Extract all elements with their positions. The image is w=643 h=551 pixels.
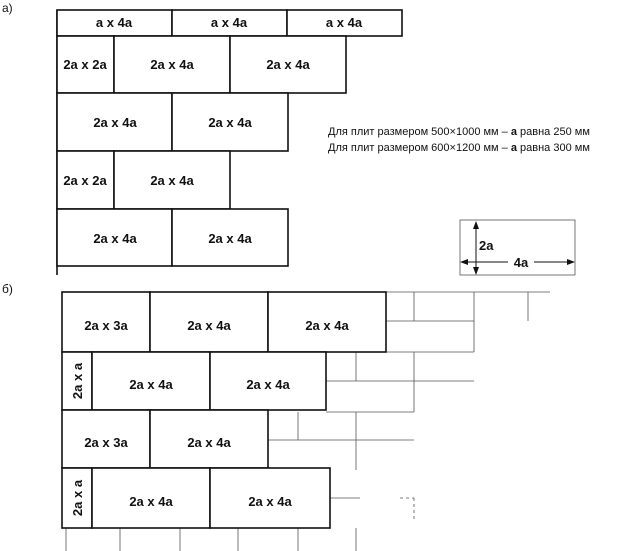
tile-label: 2а х 3а [84, 435, 128, 450]
tile [56, 208, 173, 267]
label-bg [508, 255, 534, 269]
tile-label: 2а х 4а [208, 231, 252, 246]
tile-label-vertical: 2а х а [70, 362, 85, 399]
tile [91, 351, 211, 411]
note-line-1: Для плит размером 500×1000 мм – а равна … [328, 126, 590, 138]
tile-label: 2а х 4а [93, 231, 137, 246]
arrow-up-icon [473, 221, 479, 229]
tile [61, 291, 151, 353]
tile-label-vertical: 2а х а [70, 479, 85, 516]
tile-row-b1: 2а х 3а 2а х 4а 2а х 4а [61, 291, 387, 353]
tile [209, 351, 327, 411]
tile-label: а х 4а [211, 15, 248, 30]
tile [56, 150, 115, 210]
tile-row-a3: 2а х 4а 2а х 4а [56, 92, 289, 152]
tile-label: а х 4а [96, 15, 133, 30]
tile [113, 150, 231, 210]
tile [91, 467, 211, 529]
tile-label: 2а х 4а [208, 115, 252, 130]
tile-label: 2а х 4а [150, 173, 194, 188]
tile [171, 9, 288, 37]
tile-label: 2а х 4а [246, 377, 290, 392]
tile [61, 409, 151, 469]
tile [61, 467, 93, 529]
tile-label: а х 4а [326, 15, 363, 30]
tile-label: 2а х 4а [248, 494, 292, 509]
tile [171, 92, 289, 152]
tile-label: 2а х 4а [266, 57, 310, 72]
tile-row-a5: 2а х 4а 2а х 4а [56, 208, 289, 267]
tile [209, 467, 331, 529]
tile-label: 2а х 4а [187, 318, 231, 333]
part-b-label: б) [2, 282, 13, 296]
tile-row-a1: а х 4а а х 4а а х 4а [56, 9, 403, 37]
tile-label: 2а х 4а [150, 57, 194, 72]
legend-width-label: 4а [514, 255, 529, 270]
part-a-label: а) [2, 1, 13, 15]
note-line-2: Для плит размером 600×1200 мм – а равна … [328, 142, 590, 154]
tile-label: 2а х 4а [129, 377, 173, 392]
tile-label: 2а х 4а [305, 318, 349, 333]
tile-label: 2а х 3а [84, 318, 128, 333]
tile-label: 2а х 4а [129, 494, 173, 509]
legend-height-label: 2а [479, 238, 494, 253]
dimension-legend: 2а 4а [459, 219, 576, 276]
tile-row-a2: 2а х 2а 2а х 4а 2а х 4а [56, 35, 347, 94]
tile-label: 2а х 2а [63, 57, 107, 72]
tile-row-b3: 2а х 3а 2а х 4а [61, 409, 269, 469]
arrow-right-icon [567, 259, 575, 265]
tile-label: 2а х 4а [187, 435, 231, 450]
tile [171, 208, 289, 267]
tile [229, 35, 347, 94]
tile-row-b4: 2а х а 2а х 4а 2а х 4а [61, 467, 331, 529]
tile-row-a4: 2а х 2а 2а х 4а [56, 150, 231, 210]
tile [149, 409, 269, 469]
tile [267, 291, 387, 353]
tile-row-b2: 2а х а 2а х 4а 2а х 4а [61, 351, 327, 411]
arrow-down-icon [473, 267, 479, 275]
tile-label: 2а х 4а [93, 115, 137, 130]
arrow-left-icon [460, 259, 468, 265]
tile-label: 2а х 2а [63, 173, 107, 188]
